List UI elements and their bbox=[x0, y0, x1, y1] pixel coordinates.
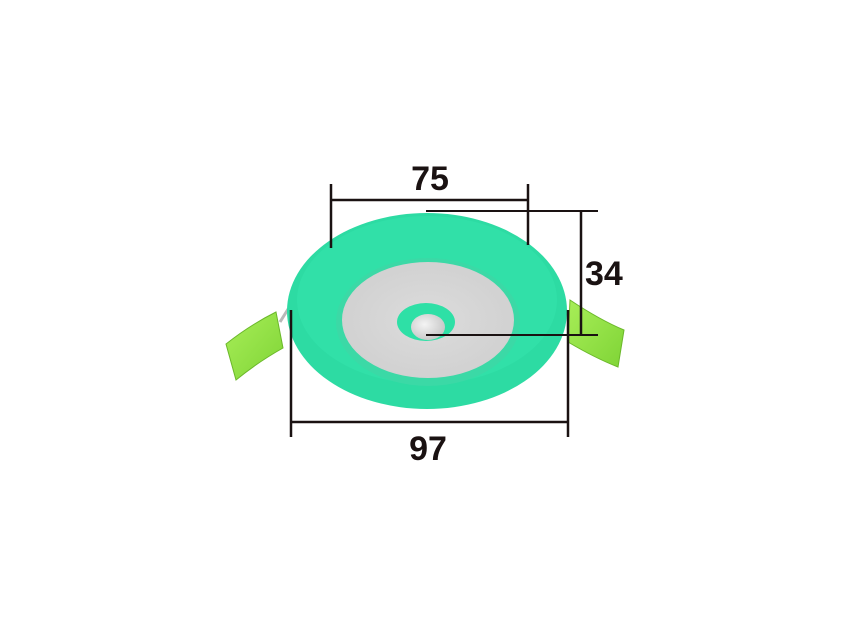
dimension-lines bbox=[289, 184, 598, 437]
left-spring-clip bbox=[225, 311, 284, 381]
dimension-top-width: 75 bbox=[411, 160, 449, 198]
right-spring-clip bbox=[567, 299, 625, 368]
dimension-outer-diameter: 97 bbox=[409, 430, 447, 468]
dimension-height: 34 bbox=[585, 255, 623, 293]
center-sensor bbox=[411, 314, 445, 340]
